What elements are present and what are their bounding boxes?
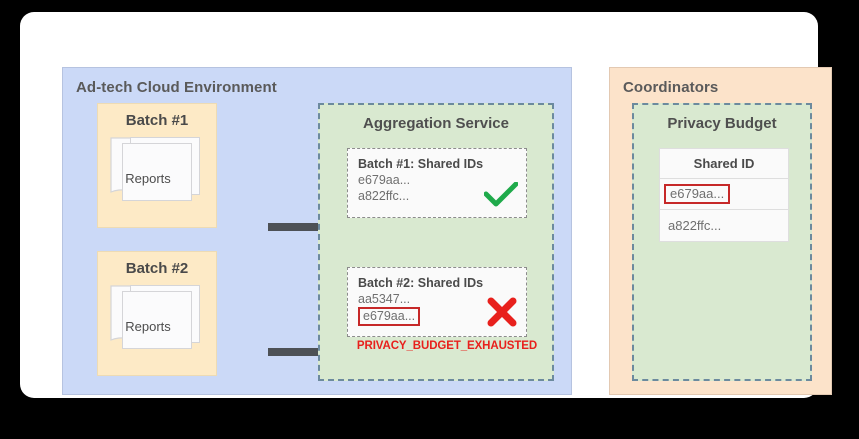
adtech-cloud-environment-panel: Ad-tech Cloud Environment Batch #1 Repor… [62, 67, 572, 395]
batch-1-shared-ids-heading: Batch #1: Shared IDs [358, 157, 484, 171]
batch-2-label: Batch #2 [125, 260, 189, 277]
batch-1-label: Batch #1 [125, 112, 189, 129]
batch-1-box: Batch #1 Reports [97, 103, 217, 228]
batch-1-reports-label: Reports [125, 170, 171, 186]
report-sheet-back-1-icon [122, 291, 192, 349]
batch-2-shared-id-row-flagged: e679aa... [358, 307, 421, 326]
adtech-panel-title: Ad-tech Cloud Environment [76, 79, 277, 96]
table-row: a822ffc... [660, 210, 788, 241]
shared-id-cell-flagged: e679aa... [664, 184, 731, 204]
privacy-budget-box: Privacy Budget Shared ID e679aa... a822f… [632, 103, 812, 381]
batch-2-reports-stack: Reports [110, 285, 204, 365]
cross-mark-icon [486, 297, 518, 332]
privacy-budget-table: Shared ID e679aa... a822ffc... [659, 148, 789, 242]
privacy-budget-title: Privacy Budget [667, 115, 777, 132]
shared-id-cell: a822ffc... [668, 218, 722, 233]
batch-2-shared-ids-heading: Batch #2: Shared IDs [358, 276, 484, 290]
batch-1-shared-ids-card: Batch #1: Shared IDs e679aa... a822ffc..… [347, 148, 527, 218]
batch-2-shared-ids-card: Batch #2: Shared IDs aa5347... e679aa... [347, 267, 527, 337]
coordinators-panel-title: Coordinators [623, 79, 719, 96]
batch-1-shared-id-row: a822ffc... [358, 189, 410, 203]
aggregation-service-title: Aggregation Service [363, 115, 509, 132]
batch-2-shared-id-row: aa5347... [358, 292, 411, 306]
check-mark-icon [483, 181, 519, 213]
report-sheet-back-1-icon [122, 143, 192, 201]
privacy-budget-exhausted-error: PRIVACY_BUDGET_EXHAUSTED [356, 340, 538, 352]
batch-2-reports-label: Reports [125, 318, 171, 334]
batch-2-box: Batch #2 Reports [97, 251, 217, 376]
batch-1-shared-id-row: e679aa... [358, 173, 411, 187]
aggregation-service-box: Aggregation Service Batch #1: Shared IDs… [318, 103, 554, 381]
diagram-card: Ad-tech Cloud Environment Batch #1 Repor… [20, 12, 832, 398]
privacy-budget-table-header-shared-id: Shared ID [660, 149, 788, 179]
table-row: e679aa... [660, 179, 788, 210]
coordinators-panel: Coordinators Privacy Budget Shared ID e6… [609, 67, 832, 395]
batch-1-reports-stack: Reports [110, 137, 204, 217]
